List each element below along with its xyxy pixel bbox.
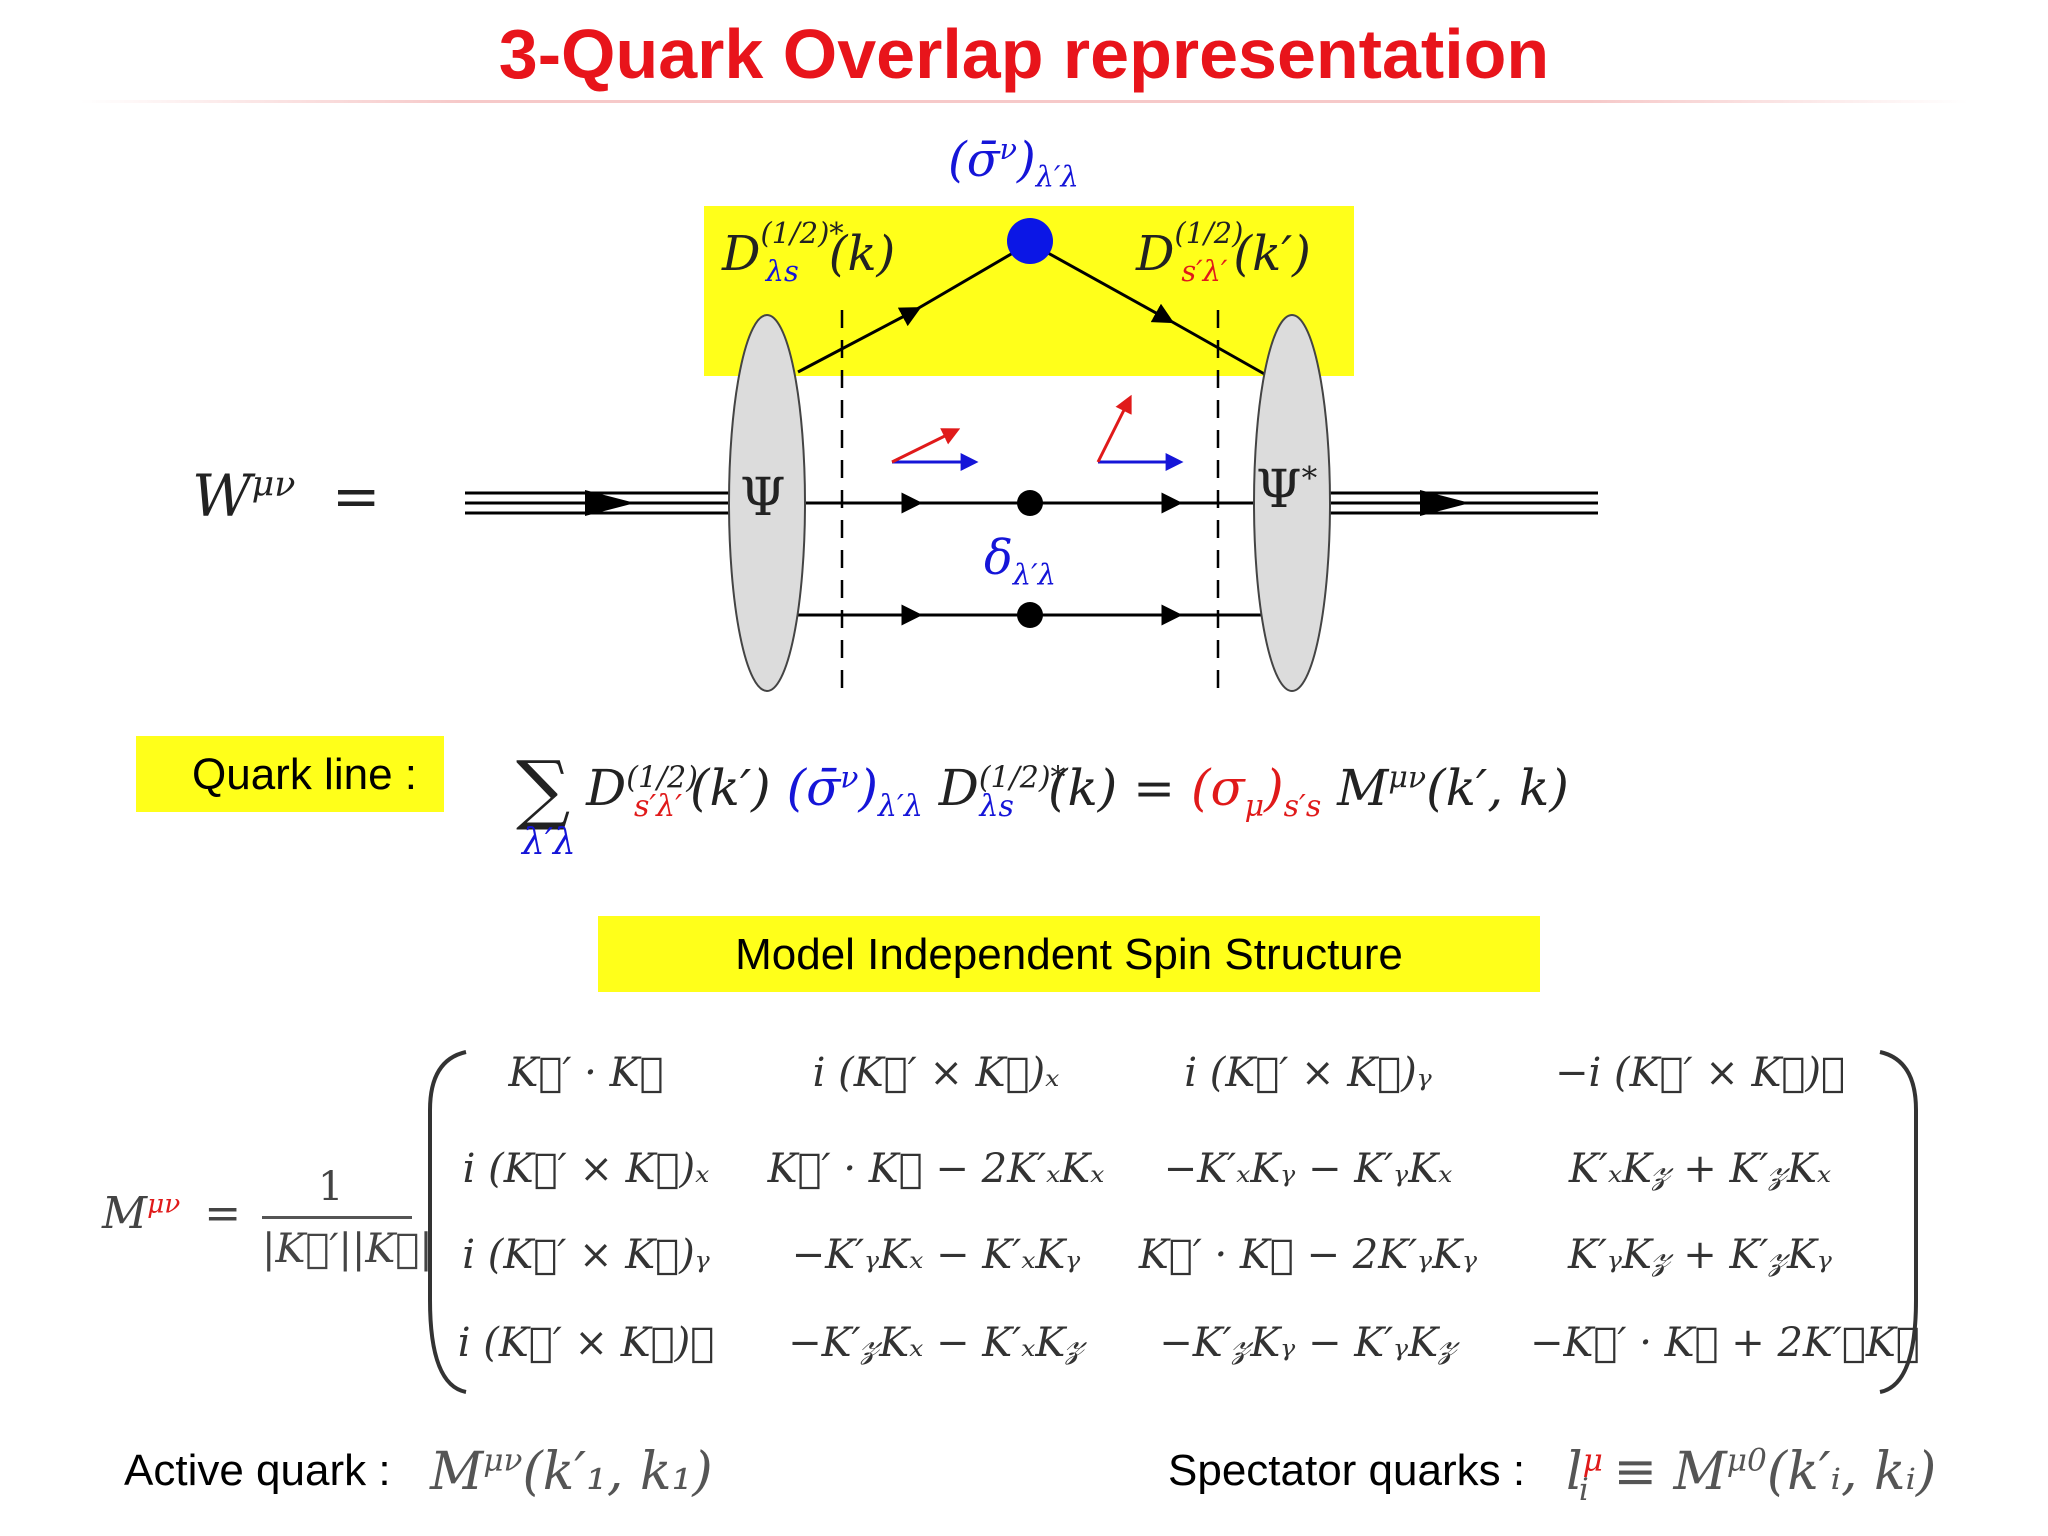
- matrix-cell-3-3: −K⃗′ · K⃗ + 2K′𝓏K𝓏: [1530, 1320, 1920, 1366]
- vertex-label: (σ̄ν)λ′λ: [948, 132, 1079, 194]
- outgoing-arrow: [1420, 490, 1470, 516]
- psi-label: Ψ: [740, 468, 786, 528]
- delta-label: δλ′λ: [984, 530, 1056, 592]
- matrix-prefactor-bar: [262, 1216, 412, 1219]
- active-quark-out: [1029, 241, 1175, 324]
- matrix-cell-0-0: K⃗′ · K⃗: [508, 1050, 664, 1096]
- left-wigner-d-label: D(1/2)*λs(k): [722, 216, 896, 288]
- spectator-vertex-1: [1017, 490, 1043, 516]
- active-vertex: [1007, 218, 1053, 264]
- psi-blob: [728, 314, 806, 692]
- spectator-vertex-2: [1017, 602, 1043, 628]
- matrix-cell-3-1: −K′𝓏Kₓ − K′ₓK𝓏: [788, 1320, 1084, 1366]
- quark-line-label: Quark line :: [192, 750, 417, 799]
- active-quark-in: [797, 307, 922, 374]
- matrix-cell-2-2: K⃗′ · K⃗ − 2K′ᵧKᵧ: [1138, 1232, 1478, 1278]
- spectator-quarks-math: lμi ≡ Mμ0(k′ᵢ, kᵢ): [1566, 1442, 1937, 1509]
- quark-line-equation: ∑ D(1/2)s′λ′(k′) (σ̄ν)λ′λ D(1/2)*λs(k) =…: [516, 744, 1569, 833]
- active-quark-math: Mμν(k′₁, k₁): [430, 1442, 713, 1502]
- spin-arrow-red-right: [1096, 394, 1132, 463]
- matrix-cell-0-2: i (K⃗′ × K⃗)ᵧ: [1184, 1050, 1432, 1096]
- title-divider: [80, 100, 1968, 103]
- matrix-cell-1-1: K⃗′ · K⃗ − 2K′ₓKₓ: [767, 1146, 1105, 1192]
- slide-title: 3-Quark Overlap representation: [498, 15, 1550, 93]
- matrix-cell-2-3: K′ᵧK𝓏 + K′𝓏Kᵧ: [1568, 1232, 1832, 1278]
- spin-arrow-red-left: [891, 428, 961, 464]
- matrix-lhs: Mμν =: [102, 1188, 242, 1239]
- matrix-cell-1-0: i (K⃗′ × K⃗)ₓ: [462, 1146, 710, 1192]
- spin-structure-label: Model Independent Spin Structure: [735, 930, 1403, 979]
- matrix-cell-1-2: −K′ₓKᵧ − K′ᵧKₓ: [1163, 1146, 1453, 1192]
- feynman-diagram: [465, 218, 1598, 692]
- matrix-cell-0-3: −i (K⃗′ × K⃗)𝓏: [1554, 1050, 1846, 1096]
- psi-star-label: Ψ*: [1256, 460, 1318, 520]
- matrix-cell-0-1: i (K⃗′ × K⃗)ₓ: [812, 1050, 1060, 1096]
- matrix-cell-3-0: i (K⃗′ × K⃗)𝓏: [457, 1320, 715, 1366]
- spectator-quarks-label: Spectator quarks :: [1168, 1446, 1526, 1495]
- matrix-prefactor-denominator: |K⃗′||K⃗|: [262, 1226, 433, 1272]
- matrix-cell-1-3: K′ₓK𝓏 + K′𝓏Kₓ: [1568, 1146, 1832, 1192]
- active-quark-label: Active quark :: [124, 1446, 391, 1495]
- w-mu-nu-label: Wμν =: [192, 462, 381, 530]
- incoming-arrow: [585, 490, 635, 516]
- matrix-cell-2-0: i (K⃗′ × K⃗)ᵧ: [462, 1232, 710, 1278]
- quark-line-label-box: [136, 736, 444, 812]
- psi-star-blob: [1253, 314, 1331, 692]
- sum-index-label: λ′λ: [522, 822, 576, 863]
- spin-structure-box: [598, 916, 1540, 992]
- matrix-cell-2-1: −K′ᵧKₓ − K′ₓKᵧ: [791, 1232, 1081, 1278]
- matrix-prefactor-numerator: 1: [318, 1164, 344, 1210]
- matrix-cell-3-2: −K′𝓏Kᵧ − K′ᵧK𝓏: [1159, 1320, 1457, 1366]
- right-wigner-d-label: D(1/2)s′λ′(k′): [1136, 216, 1311, 288]
